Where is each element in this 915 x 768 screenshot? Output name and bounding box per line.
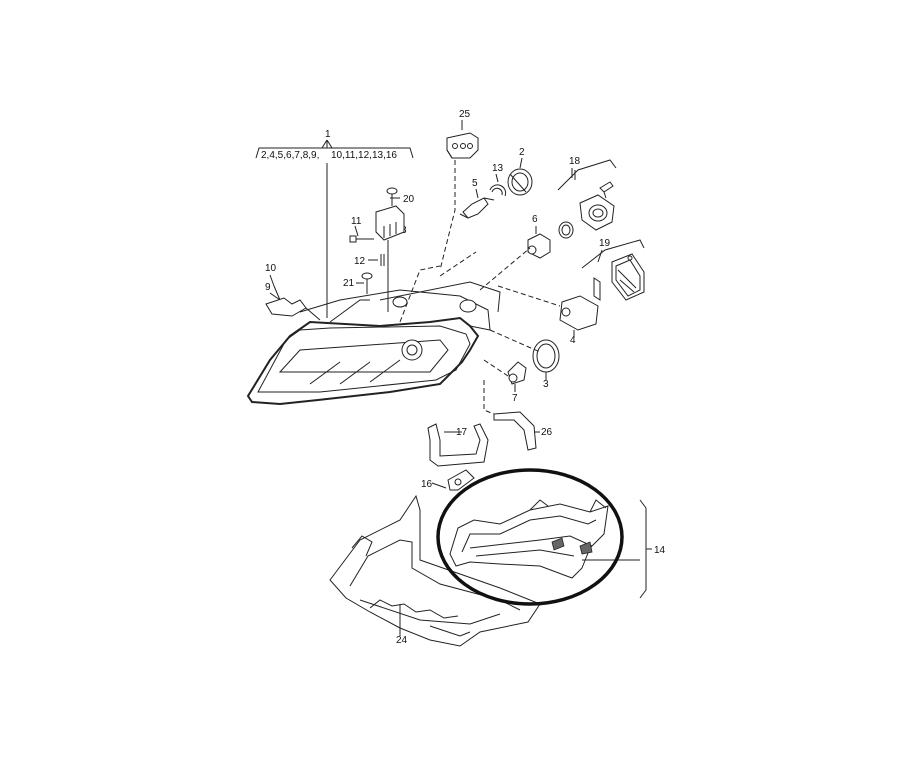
- callout-11: 11: [351, 216, 362, 227]
- bulb-part-5: [459, 188, 495, 219]
- callout-18: 18: [569, 156, 581, 167]
- callout-4: 4: [570, 335, 576, 346]
- callout-6: 6: [532, 214, 538, 225]
- screw-part-21: [356, 272, 373, 294]
- lower-housing-part-24: [329, 494, 541, 647]
- group-label-left: 2,4,5,6,7,8,9,: [261, 150, 319, 161]
- callout-26: 26: [541, 427, 553, 438]
- screw-part-20: [386, 187, 400, 206]
- connector-part-16: [431, 469, 475, 491]
- callout-25: 25: [459, 109, 471, 120]
- motor-part-4: [559, 295, 599, 338]
- group-bracket-14: [639, 499, 652, 599]
- callout-5: 5: [472, 178, 478, 189]
- callout-16: 16: [421, 479, 433, 490]
- clip-part-13: [489, 173, 507, 197]
- ring-part-2: [507, 157, 533, 196]
- callout-9: 9: [265, 282, 271, 293]
- callout-21: 21: [343, 278, 355, 289]
- group-bracket-1: [255, 139, 414, 318]
- bulb-part-6: [527, 221, 574, 259]
- callout-24: 24: [396, 635, 408, 646]
- callout-10: 10: [265, 263, 277, 274]
- pin-part-12: [368, 254, 385, 266]
- bulb-part-7: [507, 361, 527, 392]
- callout-12: 12: [354, 256, 366, 267]
- carrier-frame-part-14: [449, 499, 640, 579]
- group-label-right: 10,11,12,13,16: [331, 150, 397, 161]
- callout-2: 2: [519, 147, 525, 158]
- callout-7: 7: [512, 393, 518, 404]
- hose-part-17: [427, 423, 489, 467]
- callout-13: 13: [492, 163, 504, 174]
- leader-lines: [399, 168, 603, 636]
- adjuster-part-9: [265, 292, 321, 321]
- highlight-circle: [436, 468, 624, 606]
- callout-14: 14: [654, 545, 666, 556]
- seal-part-26: [493, 411, 540, 451]
- bracket-part-8: [375, 205, 405, 312]
- callout-20: 20: [403, 194, 415, 205]
- assembly-guide-lines: [399, 247, 561, 415]
- cover-part-19: [581, 239, 645, 301]
- cap-part-18: [557, 159, 617, 231]
- ring-part-3: [532, 339, 560, 380]
- callout-3: 3: [543, 379, 549, 390]
- screw-part-10: [269, 274, 281, 301]
- bolt-part-11: [349, 225, 374, 243]
- callout-19: 19: [599, 238, 611, 249]
- connector-part-25: [439, 120, 479, 271]
- callout-1: 1: [325, 129, 331, 140]
